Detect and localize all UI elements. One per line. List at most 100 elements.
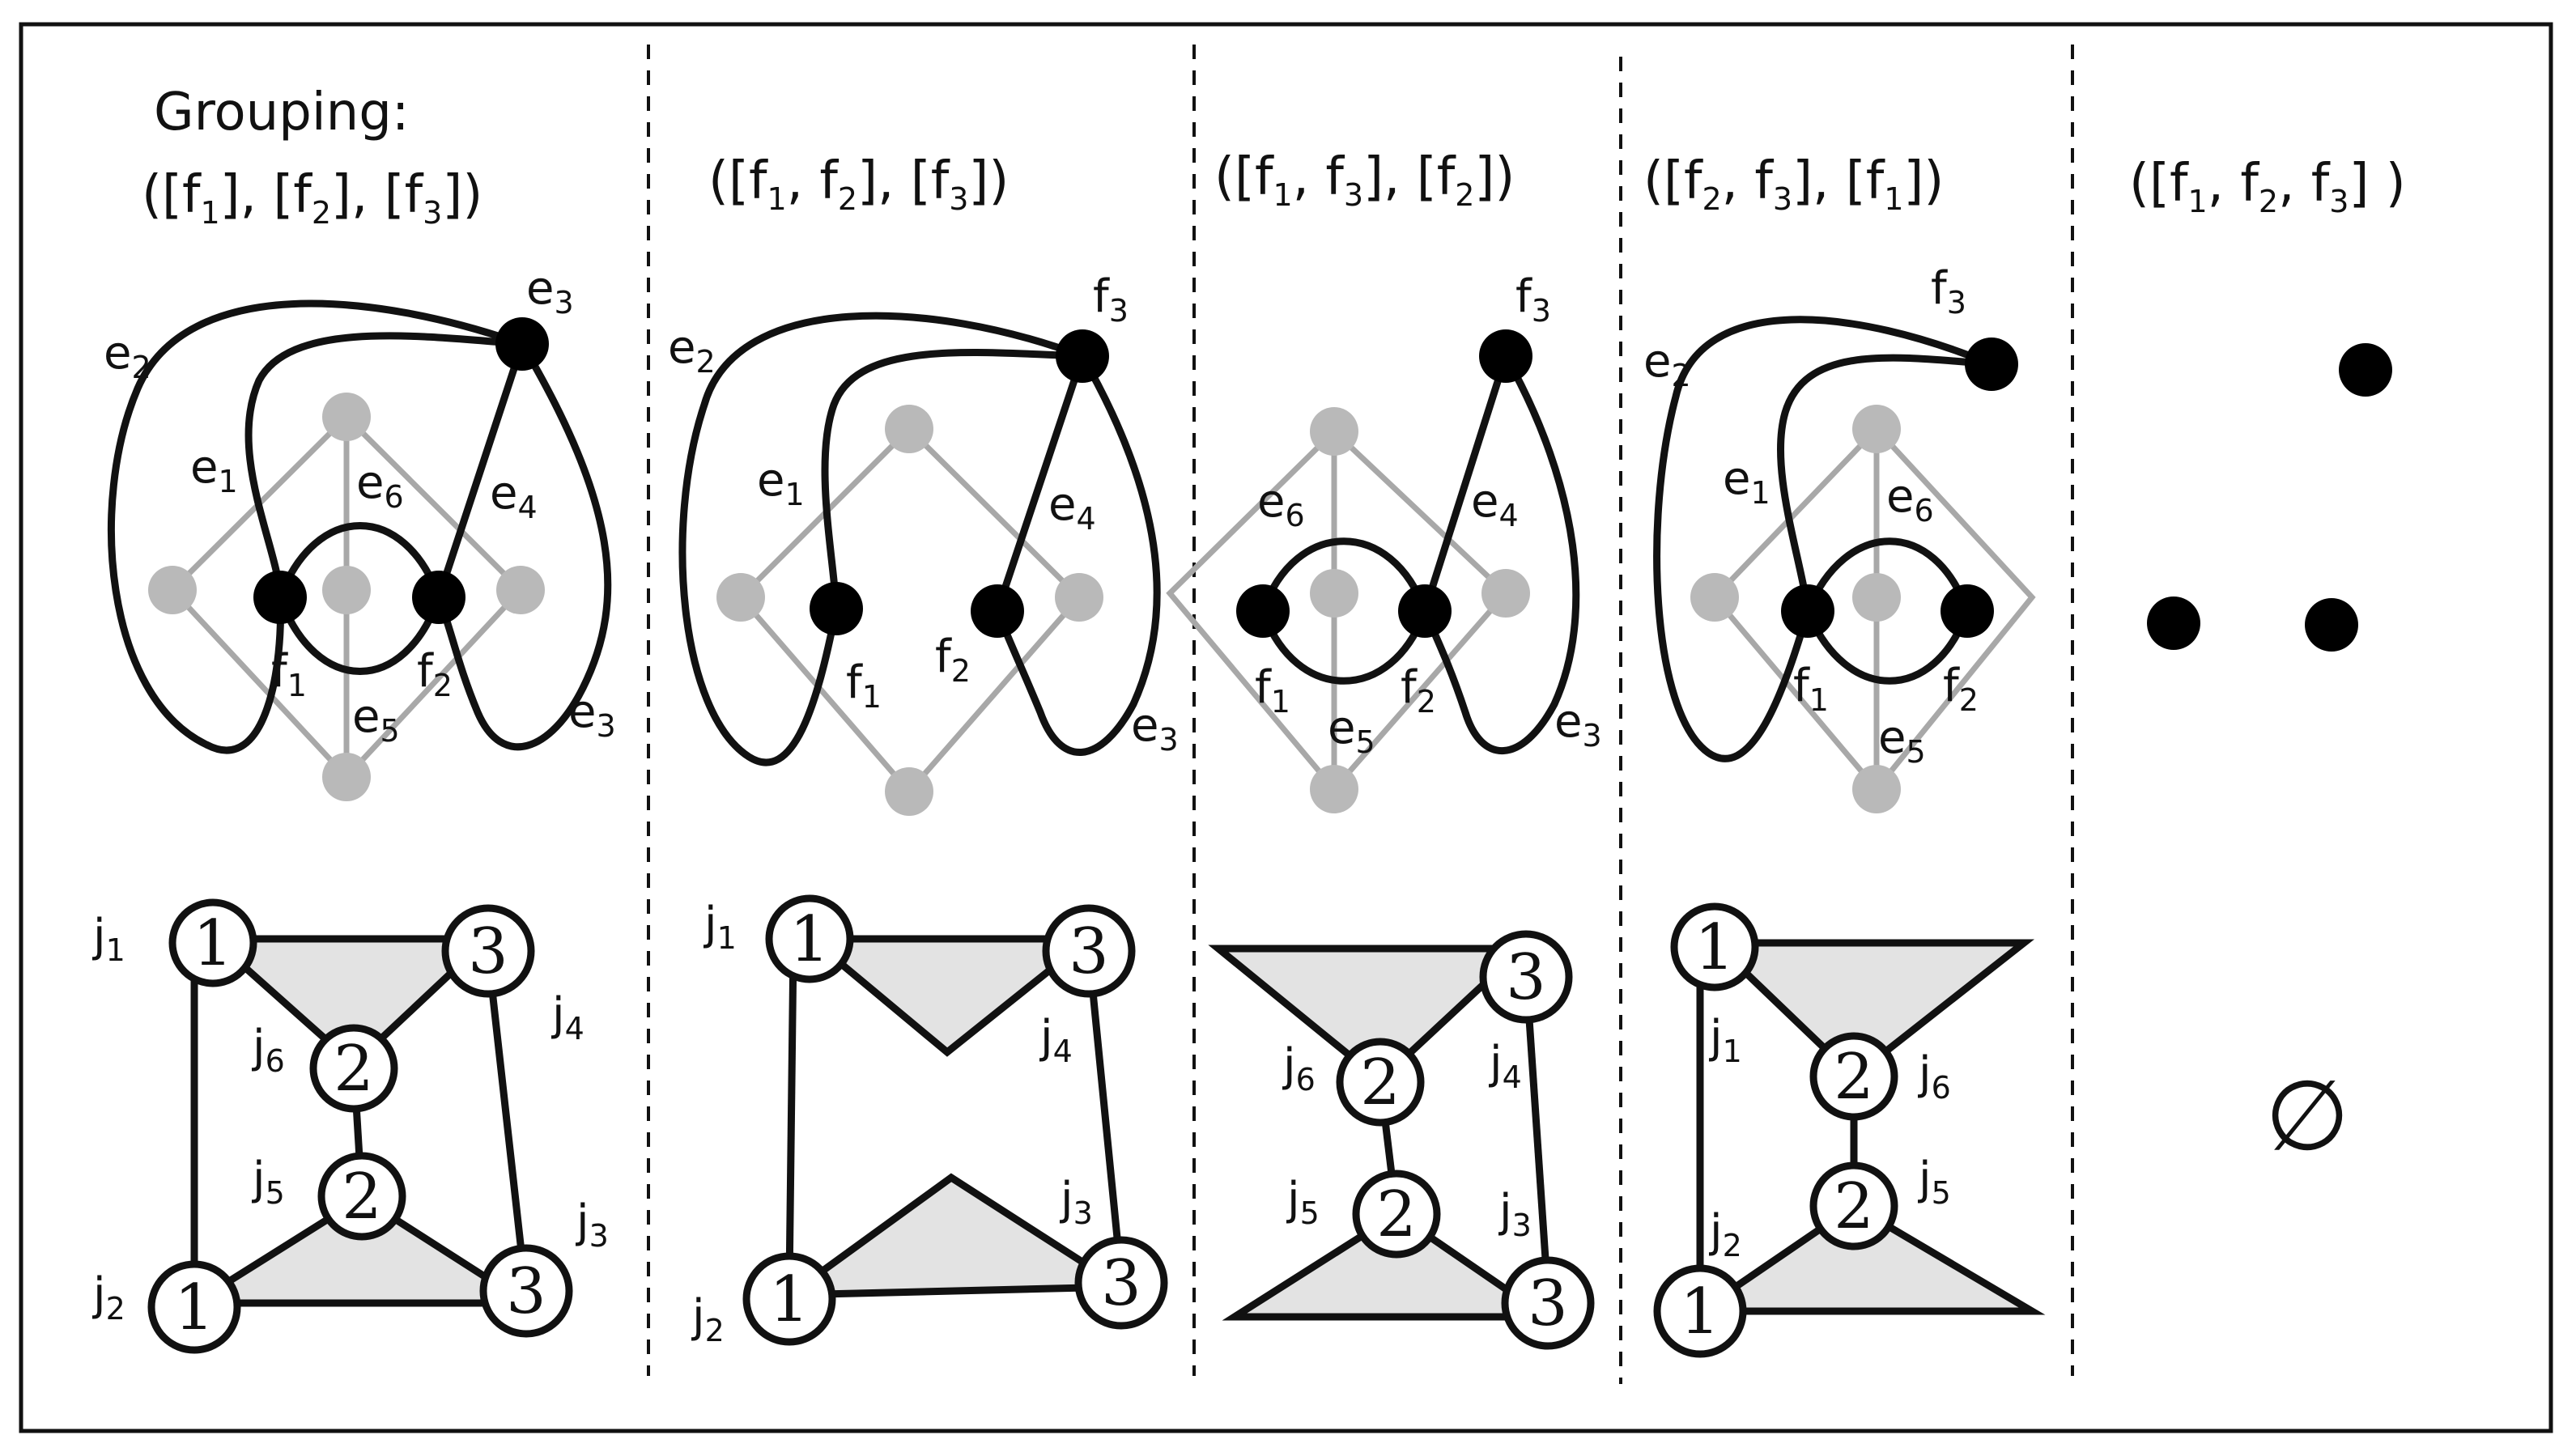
grid-vertex — [1852, 573, 1901, 622]
grid-lattice — [1690, 405, 2036, 813]
face-node — [2147, 597, 2200, 650]
shaded-triangle — [1222, 1209, 1558, 1321]
face-node — [1781, 584, 1834, 638]
shaded-triangle — [1208, 945, 1532, 1085]
junction-node — [1352, 1170, 1441, 1259]
label-j6: j6 — [1282, 1039, 1316, 1097]
label-e1: e1 — [190, 441, 238, 499]
label-j4: j4 — [1488, 1037, 1522, 1095]
label-e5: e5 — [1878, 711, 1926, 770]
label-j1: j1 — [703, 898, 737, 956]
junction-node — [1809, 1032, 1898, 1121]
node-label: 3 — [1506, 941, 1546, 1014]
label-j1: j1 — [91, 910, 125, 968]
junction-node — [1074, 1236, 1168, 1330]
label-e1: e1 — [757, 454, 805, 512]
junction-node — [1042, 904, 1136, 998]
panel-title: ([f2, f3], [f1]) — [1643, 151, 1944, 217]
panel-title: ([f1], [f2], [f3]) — [142, 165, 482, 231]
junction-node — [1809, 1161, 1898, 1250]
grid-vertex — [496, 566, 545, 614]
label-j5: j5 — [1286, 1173, 1320, 1231]
node-label: 2 — [342, 1161, 382, 1233]
face-node — [253, 571, 307, 624]
node-label: 1 — [174, 1272, 215, 1344]
face-node — [1479, 329, 1532, 383]
label-e6: e6 — [1257, 475, 1305, 533]
junction-node — [168, 898, 257, 987]
label-j3: j3 — [1498, 1185, 1532, 1243]
edge-curve-e2 — [108, 299, 524, 754]
label-j2: j2 — [91, 1268, 125, 1327]
label-e4: e4 — [1048, 478, 1096, 537]
panel-2: ([f1, f2], [f3]) f3 e2 e1 e4 f1 f2 e3 1 — [668, 151, 1179, 1348]
label-j4: j4 — [1039, 1011, 1073, 1069]
node-label: 2 — [1834, 1170, 1874, 1243]
label-j5: j5 — [251, 1153, 285, 1211]
node-label: 3 — [1101, 1247, 1141, 1320]
label-j1: j1 — [1708, 1011, 1742, 1069]
label-e5: e5 — [1328, 702, 1375, 760]
node-label: 3 — [468, 915, 508, 988]
node-label: 1 — [1694, 911, 1735, 984]
graph-edge — [1522, 970, 1552, 1296]
label-j6: j6 — [1917, 1047, 1951, 1106]
face-node — [971, 584, 1024, 638]
face-node — [1398, 584, 1452, 638]
junction-node — [1653, 1264, 1747, 1358]
face-node — [1236, 584, 1290, 638]
edge-curve-e4 — [435, 342, 526, 599]
label-j6: j6 — [251, 1021, 285, 1079]
grid-vertex — [1690, 573, 1739, 622]
edge-curve-e5 — [1804, 609, 1971, 685]
edge-curve-e3 — [435, 342, 612, 751]
label-j5: j5 — [1917, 1153, 1951, 1211]
label-e5: e5 — [352, 690, 400, 749]
label-f2: f2 — [1401, 661, 1436, 720]
label-e3: e3 — [1554, 695, 1602, 754]
junction-node — [317, 1152, 406, 1241]
edge-curve-e6 — [1804, 537, 1971, 613]
face-node — [2339, 343, 2392, 397]
node-label: 2 — [334, 1033, 374, 1106]
junction-node — [479, 1244, 573, 1338]
label-f3: f3 — [1515, 270, 1551, 329]
grid-vertex — [1852, 405, 1901, 453]
edge-curve-e5 — [276, 596, 443, 675]
node-label: 1 — [193, 907, 233, 980]
junction-node — [765, 894, 854, 983]
junction-node — [441, 904, 535, 998]
label-f3: f3 — [1093, 270, 1129, 329]
junction-node — [742, 1252, 836, 1346]
face-node — [495, 317, 549, 371]
shaded-triangle — [181, 1193, 539, 1307]
empty-set-symbol: ∅ — [2265, 1060, 2350, 1173]
grid-vertex — [885, 405, 933, 453]
label-e1: e1 — [1723, 452, 1770, 511]
panel-4: ([f2, f3], [f1]) f3 e2 e1 e6 f1 f2 e5 — [1643, 151, 2046, 1358]
label-e3: e3 — [1131, 699, 1179, 758]
grid-vertex — [322, 393, 371, 441]
node-label: 1 — [789, 903, 830, 976]
grouping-label: Grouping: — [154, 83, 409, 142]
junction-node — [1336, 1038, 1425, 1127]
shaded-triangle — [801, 935, 1099, 1057]
edge-curve-e6 — [276, 522, 443, 599]
label-j2: j2 — [691, 1290, 725, 1348]
grid-vertex — [322, 566, 371, 614]
node-label: 2 — [1360, 1047, 1401, 1119]
edge-curve-e3 — [1421, 354, 1580, 755]
shaded-triangle — [1705, 939, 2035, 1081]
label-e4: e4 — [490, 467, 538, 525]
edge-curve-e1 — [1776, 354, 1992, 612]
grid-vertex — [1055, 573, 1103, 622]
node-label: 3 — [1069, 915, 1109, 988]
node-label: 2 — [1834, 1041, 1874, 1114]
grid-lattice — [716, 405, 1103, 816]
label-e6: e6 — [356, 456, 404, 515]
face-node — [2305, 598, 2358, 652]
panel-1: Grouping: ([f1], [f2], [f3]) e2 e3 e1 e6… — [91, 83, 616, 1354]
label-f1: f1 — [1255, 661, 1290, 720]
label-f2: f2 — [935, 630, 971, 689]
